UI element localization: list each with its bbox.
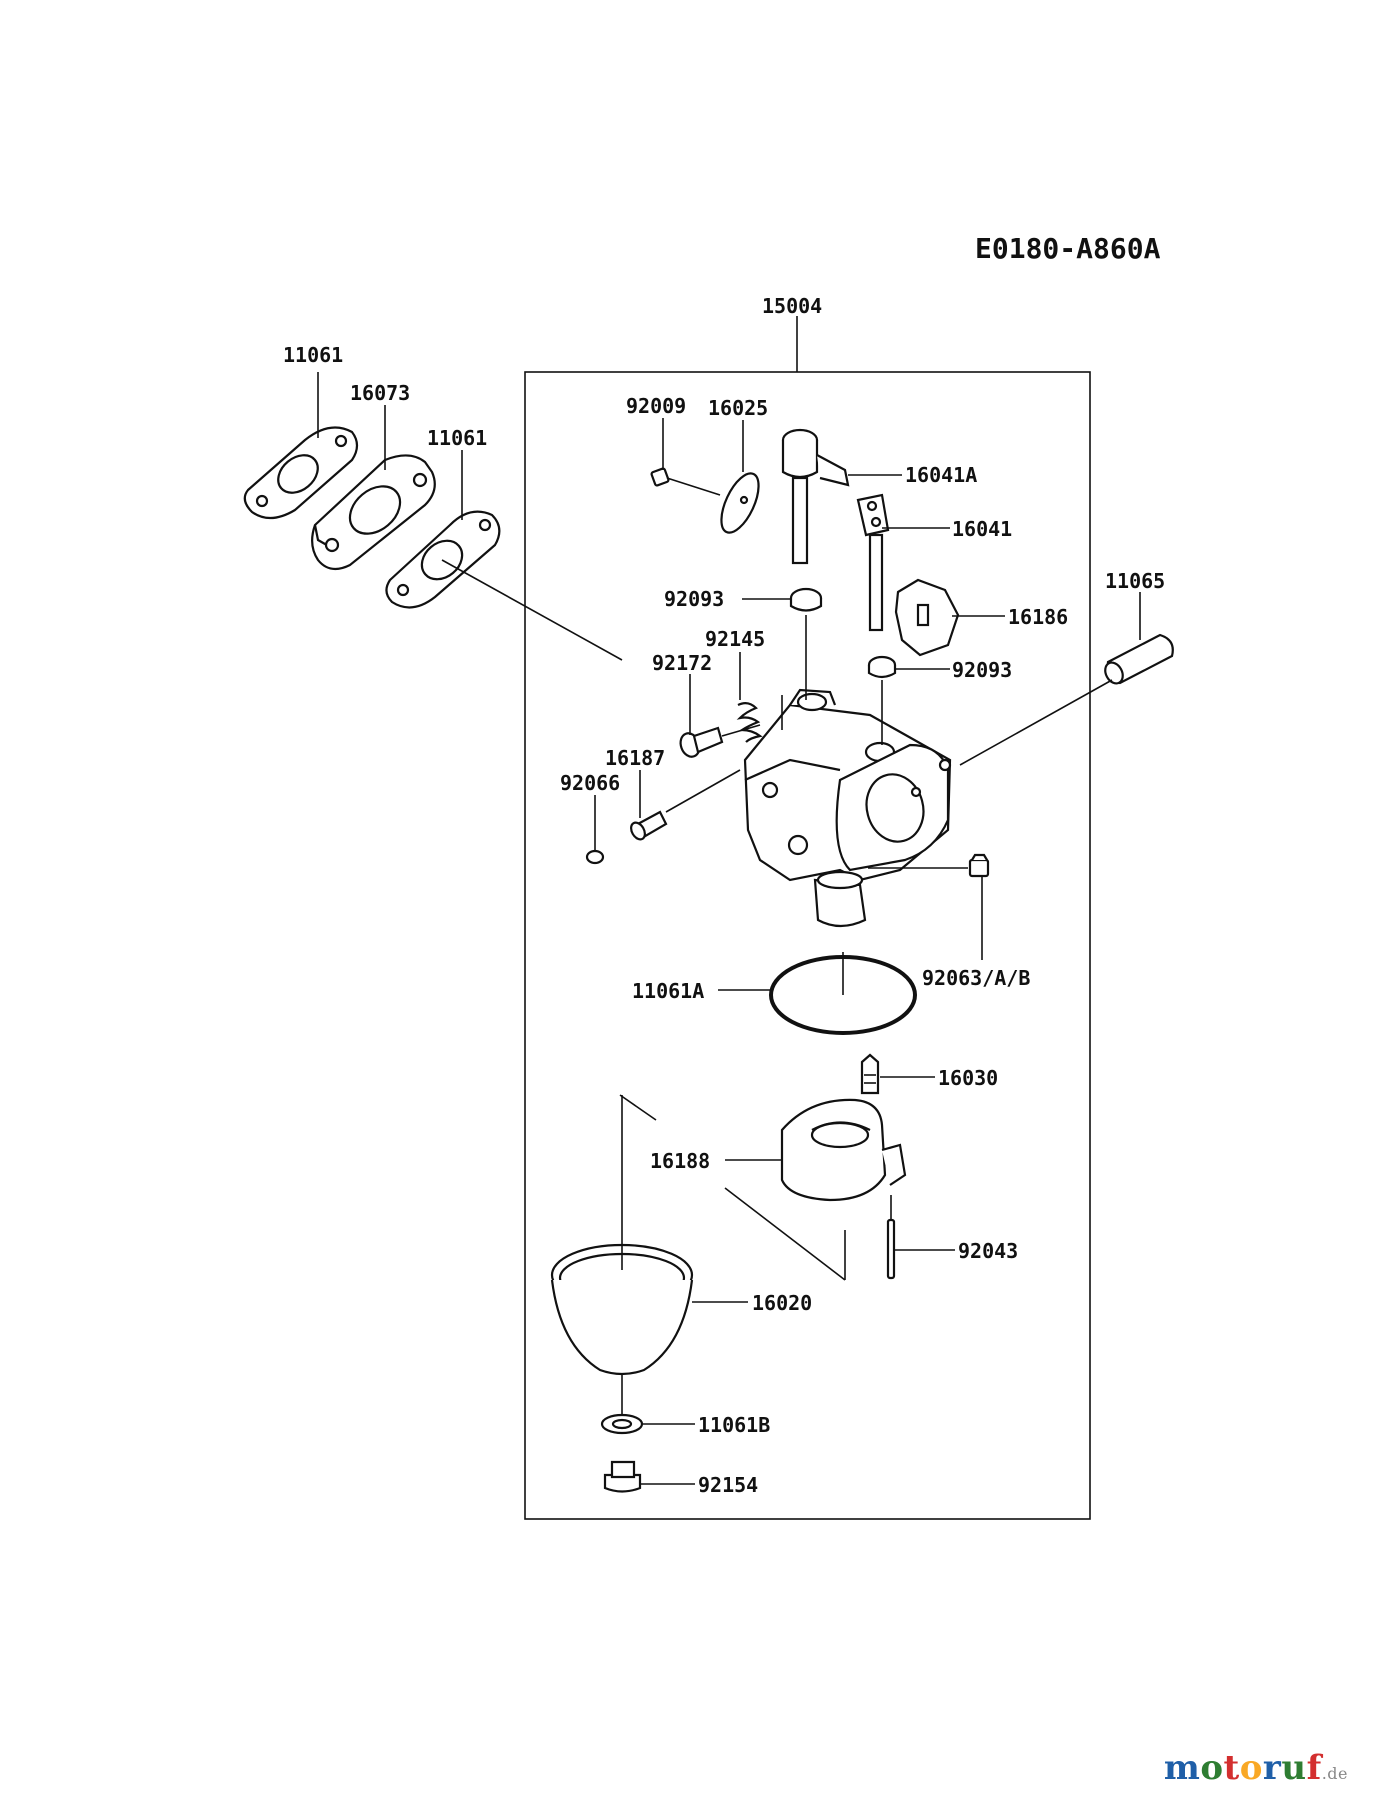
label-16041: 16041	[952, 517, 1012, 541]
label-assembly-15004: 15004	[762, 294, 822, 318]
tube-11065	[1104, 633, 1174, 685]
spring-92145	[736, 701, 763, 743]
float-16188	[780, 1098, 907, 1202]
leader-11065-to-body	[959, 679, 1113, 766]
assembly-frame	[524, 371, 1091, 1520]
leader-92172-to-gasket	[441, 559, 623, 661]
screw-92172	[679, 726, 724, 758]
choke-plate-16025	[720, 472, 760, 534]
label-92093-lower: 92093	[952, 658, 1012, 682]
label-11061B: 11061B	[698, 1413, 770, 1437]
label-16186: 16186	[1008, 605, 1068, 629]
label-16073: 16073	[350, 381, 410, 405]
leader-16188-lower	[724, 1187, 846, 1281]
insulator-16073	[311, 454, 436, 571]
washer-92093-upper	[789, 587, 823, 612]
watermark-logo: motoruf.de	[1164, 1748, 1348, 1788]
label-11061A: 11061A	[632, 979, 704, 1003]
leader-16188-upper	[619, 1094, 657, 1121]
label-92063: 92063/A/B	[922, 966, 1030, 990]
throttle-shaft-16041	[856, 493, 890, 632]
float-pin-92043	[886, 1218, 896, 1280]
diagram-code: E0180-A860A	[975, 232, 1161, 265]
gasket-11061-inner	[385, 510, 501, 609]
carburetor-body	[743, 688, 952, 928]
screw-92009	[650, 467, 721, 496]
label-11061-outer: 11061	[283, 343, 343, 367]
label-92093-upper: 92093	[664, 587, 724, 611]
screw-16187	[630, 810, 668, 841]
label-16030: 16030	[938, 1066, 998, 1090]
label-16025: 16025	[708, 396, 768, 420]
label-92066: 92066	[560, 771, 620, 795]
throttle-plate-16186	[894, 578, 960, 657]
label-92043: 92043	[958, 1239, 1018, 1263]
o-ring-92066	[585, 849, 605, 865]
leader-screw-to-body	[721, 724, 761, 737]
label-92145: 92145	[705, 627, 765, 651]
needle-valve-16030	[860, 1053, 880, 1095]
washer-92093-lower	[867, 655, 897, 679]
label-92154: 92154	[698, 1473, 758, 1497]
leader-16187-to-body	[665, 769, 741, 813]
label-16188: 16188	[650, 1149, 710, 1173]
bolt-92154	[603, 1460, 642, 1493]
label-92009: 92009	[626, 394, 686, 418]
washer-11061B	[600, 1413, 644, 1435]
label-11061-inner: 11061	[427, 426, 487, 450]
choke-shaft-16041A	[781, 428, 850, 565]
watermark-brand: motoruf	[1163, 1748, 1322, 1788]
label-11065: 11065	[1105, 569, 1165, 593]
watermark-tld: .de	[1321, 1764, 1348, 1783]
main-jet-92063	[968, 853, 990, 878]
gasket-11061-outer	[243, 426, 359, 520]
label-16187: 16187	[605, 746, 665, 770]
label-16041A: 16041A	[905, 463, 977, 487]
label-16020: 16020	[752, 1291, 812, 1315]
label-92172: 92172	[652, 651, 712, 675]
